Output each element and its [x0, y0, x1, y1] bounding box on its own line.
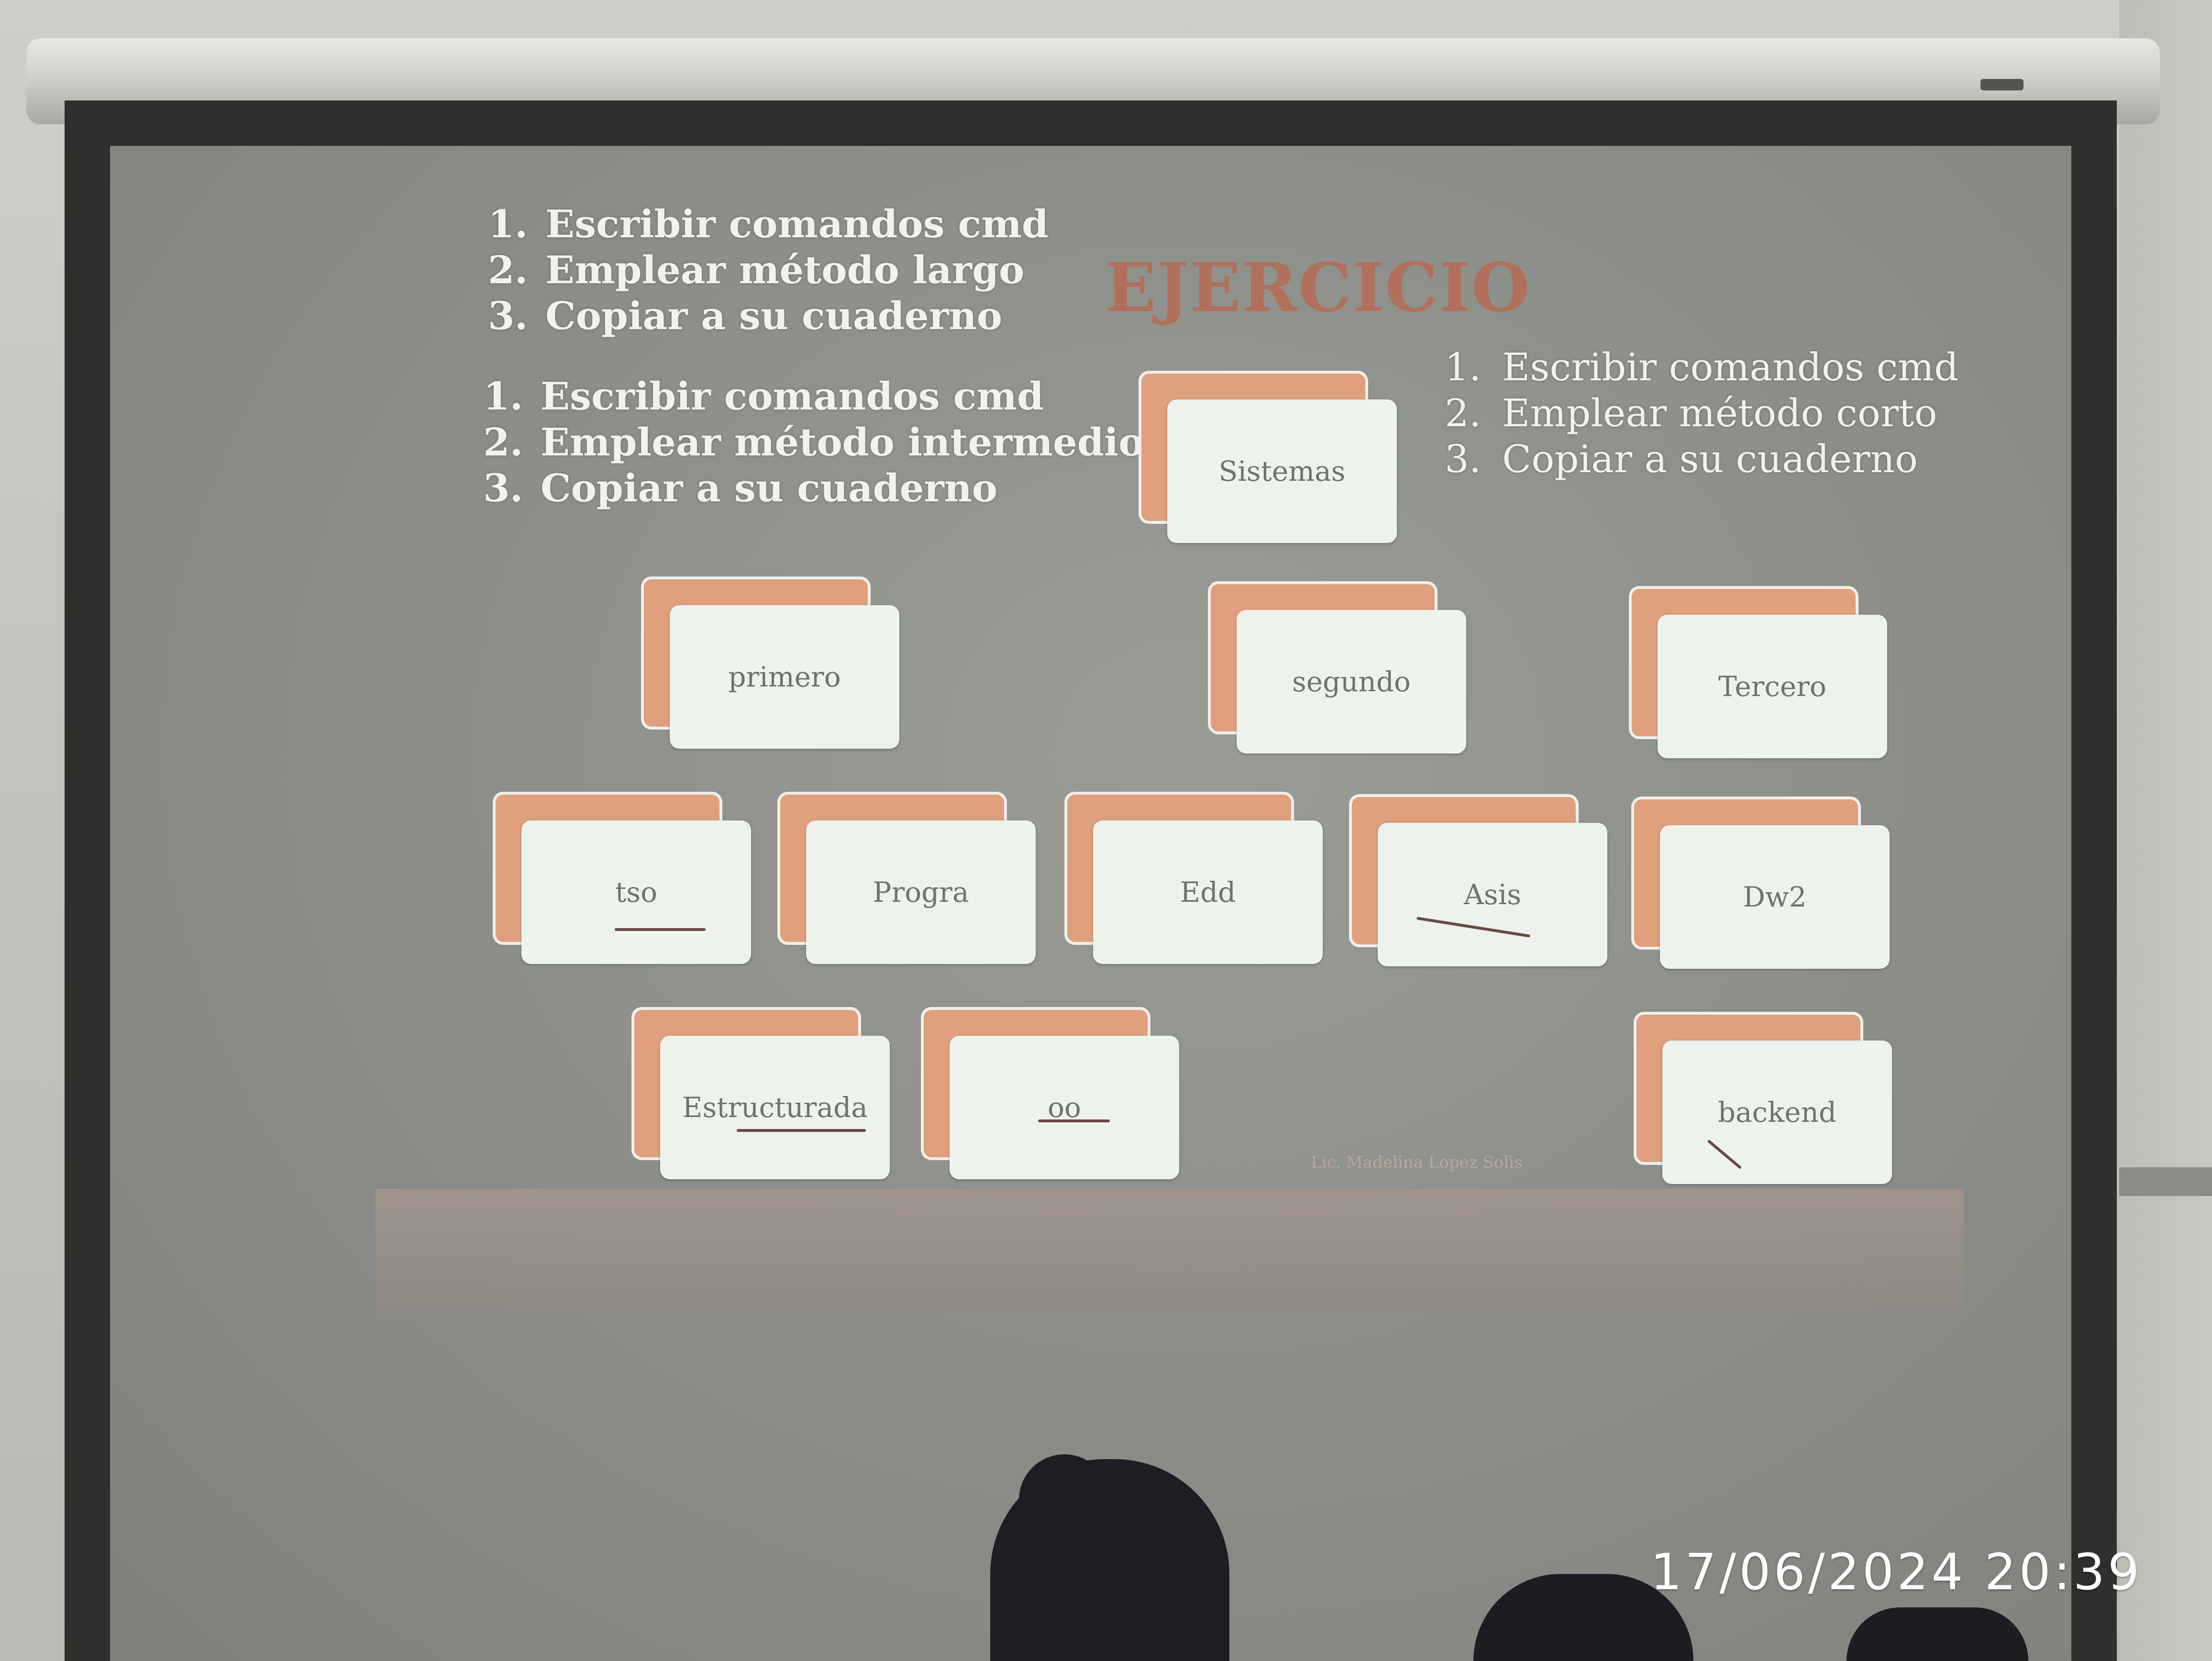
- card-label: Estructurada: [682, 1091, 868, 1124]
- marker-stroke: [737, 1129, 866, 1132]
- card-label: Tercero: [1718, 670, 1826, 703]
- card-sistemas: Sistemas: [1139, 371, 1397, 548]
- list-item: 3.Copiar a su cuaderno: [488, 293, 1003, 338]
- card-label: tso: [615, 876, 657, 908]
- card-oo: oo: [921, 1007, 1179, 1184]
- card-label: oo: [1048, 1091, 1081, 1124]
- card-dw2: Dw2: [1631, 797, 1890, 974]
- slide-floor-band: [376, 1189, 1964, 1313]
- instructions-list-short: 1.Escribir comandos cmd 2.Emplear método…: [1445, 344, 1958, 482]
- list-item: 2.Emplear método largo: [488, 247, 1025, 292]
- list-item: 3.Copiar a su cuaderno: [483, 465, 998, 510]
- list-item: 1.Escribir comandos cmd: [1445, 345, 1959, 389]
- card-tso: tso: [493, 792, 751, 969]
- wall-ledge: [2119, 1167, 2212, 1196]
- instructions-list-long: 1.Escribir comandos cmd 2.Emplear método…: [488, 201, 1049, 339]
- list-item: 3.Copiar a su cuaderno: [1445, 437, 1918, 481]
- card-edd: Edd: [1064, 792, 1323, 969]
- hat-pompom: [1019, 1454, 1110, 1545]
- slide-credit: Lic. Madelina Lopez Solis: [1311, 1153, 1523, 1172]
- card-segundo: segundo: [1208, 581, 1466, 758]
- list-item: 1.Escribir comandos cmd: [483, 374, 1044, 419]
- card-asis: Asis: [1349, 794, 1607, 971]
- card-backend: backend: [1634, 1012, 1892, 1189]
- audience-head: [1847, 1607, 2028, 1661]
- card-tercero: Tercero: [1629, 586, 1887, 763]
- list-item: 2.Emplear método intermedio: [483, 420, 1144, 465]
- card-label: backend: [1717, 1096, 1837, 1129]
- marker-stroke: [615, 928, 706, 931]
- card-label: Asis: [1464, 878, 1521, 911]
- card-label: primero: [728, 661, 841, 693]
- instructions-list-intermediate: 1.Escribir comandos cmd 2.Emplear método…: [483, 373, 1144, 511]
- wall: [2119, 0, 2212, 1661]
- list-item: 1.Escribir comandos cmd: [488, 201, 1049, 246]
- card-label: Progra: [873, 876, 969, 908]
- roller-label: [1980, 79, 2024, 90]
- card-estructurada: Estructurada: [631, 1007, 890, 1184]
- photo-timestamp: 17/06/2024 20:39: [1650, 1543, 2143, 1601]
- card-label: Sistemas: [1218, 455, 1346, 487]
- card-label: segundo: [1292, 665, 1411, 698]
- card-label: Edd: [1180, 876, 1236, 908]
- card-label: Dw2: [1743, 881, 1807, 913]
- card-progra: Progra: [777, 792, 1036, 969]
- marker-stroke: [1038, 1119, 1110, 1122]
- list-item: 2.Emplear método corto: [1445, 391, 1937, 435]
- card-primero: primero: [641, 576, 899, 753]
- slide-title: EJERCICIO: [1105, 249, 1531, 327]
